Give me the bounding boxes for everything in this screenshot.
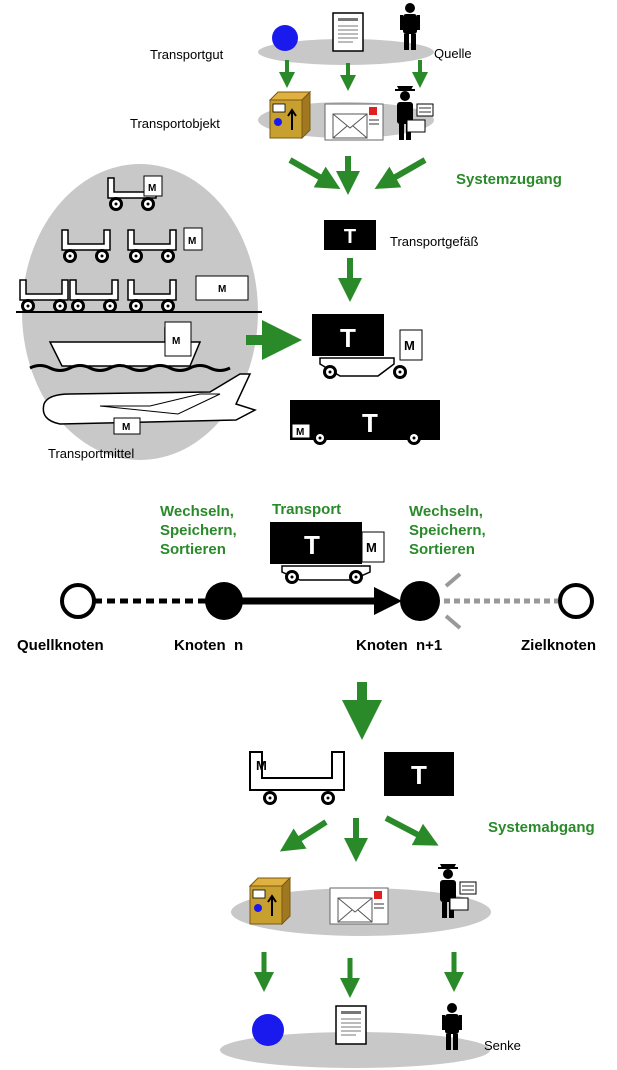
goods-ball-icon-bottom xyxy=(252,1014,284,1046)
arrow-access-right xyxy=(374,157,427,189)
svg-text:M: M xyxy=(148,183,156,194)
source-ellipse xyxy=(258,39,434,65)
label-senke: Senke xyxy=(484,1038,521,1053)
text-wechseln-right: Wechseln, Speichern, Sortieren xyxy=(409,503,486,558)
envelope-icon xyxy=(324,103,384,141)
node-target xyxy=(558,583,594,619)
arrow-access-left xyxy=(288,157,341,189)
svg-text:M: M xyxy=(366,540,377,555)
sink-ellipse xyxy=(220,1032,490,1068)
svg-text:M: M xyxy=(256,758,267,773)
truck-icon: M T xyxy=(290,400,440,445)
unloaded-container-icon xyxy=(384,752,454,796)
document-icon xyxy=(332,12,364,52)
airplane-icon: M xyxy=(42,373,257,435)
arrow-exit-left xyxy=(279,819,328,852)
container-icon xyxy=(324,220,376,250)
label-transportobjekt: Transportobjekt xyxy=(130,116,220,131)
label-transport: Transport xyxy=(272,501,341,518)
document-icon-bottom xyxy=(335,1005,367,1045)
svg-text:M: M xyxy=(296,427,304,438)
cart-pair-icon: M xyxy=(62,227,203,263)
label-quellknoten: Quellknoten xyxy=(17,637,104,654)
node-n xyxy=(205,582,243,620)
svg-text:Sortieren: Sortieren xyxy=(409,541,475,558)
svg-text:M: M xyxy=(172,336,180,347)
svg-text:Wechseln,: Wechseln, xyxy=(409,503,483,520)
text-wechseln-left: Wechseln, Speichern, Sortieren xyxy=(160,503,237,558)
unloaded-container-letter: T xyxy=(411,760,427,790)
svg-text:Sortieren: Sortieren xyxy=(160,541,226,558)
svg-text:T: T xyxy=(362,408,378,438)
package-icon-bottom xyxy=(249,877,291,925)
cart-small-icon: M xyxy=(108,175,163,211)
container-letter: T xyxy=(344,226,356,248)
edge-branch-down xyxy=(444,614,462,630)
svg-text:Speichern,: Speichern, xyxy=(160,522,237,539)
label-knoten-n1: Knoten n+1 xyxy=(356,637,442,654)
package-icon xyxy=(269,91,311,139)
empty-cart-icon: M xyxy=(249,751,345,805)
label-systemzugang: Systemzugang xyxy=(456,171,562,188)
envelope-icon-bottom xyxy=(329,887,389,925)
label-systemabgang: Systemabgang xyxy=(488,819,595,836)
label-transportgut: Transportgut xyxy=(150,47,224,62)
svg-text:Speichern,: Speichern, xyxy=(409,522,486,539)
svg-text:Wechseln,: Wechseln, xyxy=(160,503,234,520)
label-zielknoten: Zielknoten xyxy=(521,637,596,654)
svg-text:M: M xyxy=(122,422,130,433)
svg-text:T: T xyxy=(304,530,320,560)
node-n1 xyxy=(400,581,440,621)
edge-branch-up xyxy=(444,572,462,588)
ship-icon: M xyxy=(29,321,231,372)
node-source xyxy=(60,583,96,619)
middle-cart-icon: T M xyxy=(270,522,385,584)
svg-text:T: T xyxy=(340,323,356,353)
svg-text:M: M xyxy=(188,236,196,247)
train-icon: M xyxy=(16,275,262,313)
svg-text:M: M xyxy=(218,284,226,295)
goods-ball-icon xyxy=(272,25,298,51)
label-transportgefaess: Transportgefäß xyxy=(390,234,478,249)
label-transportmittel: Transportmittel xyxy=(48,446,134,461)
svg-text:M: M xyxy=(404,338,415,353)
label-knoten-n: Knoten n xyxy=(174,637,243,654)
arrow-exit-right xyxy=(384,815,439,846)
label-quelle: Quelle xyxy=(434,46,472,61)
loaded-cart-icon: T M xyxy=(312,314,423,379)
